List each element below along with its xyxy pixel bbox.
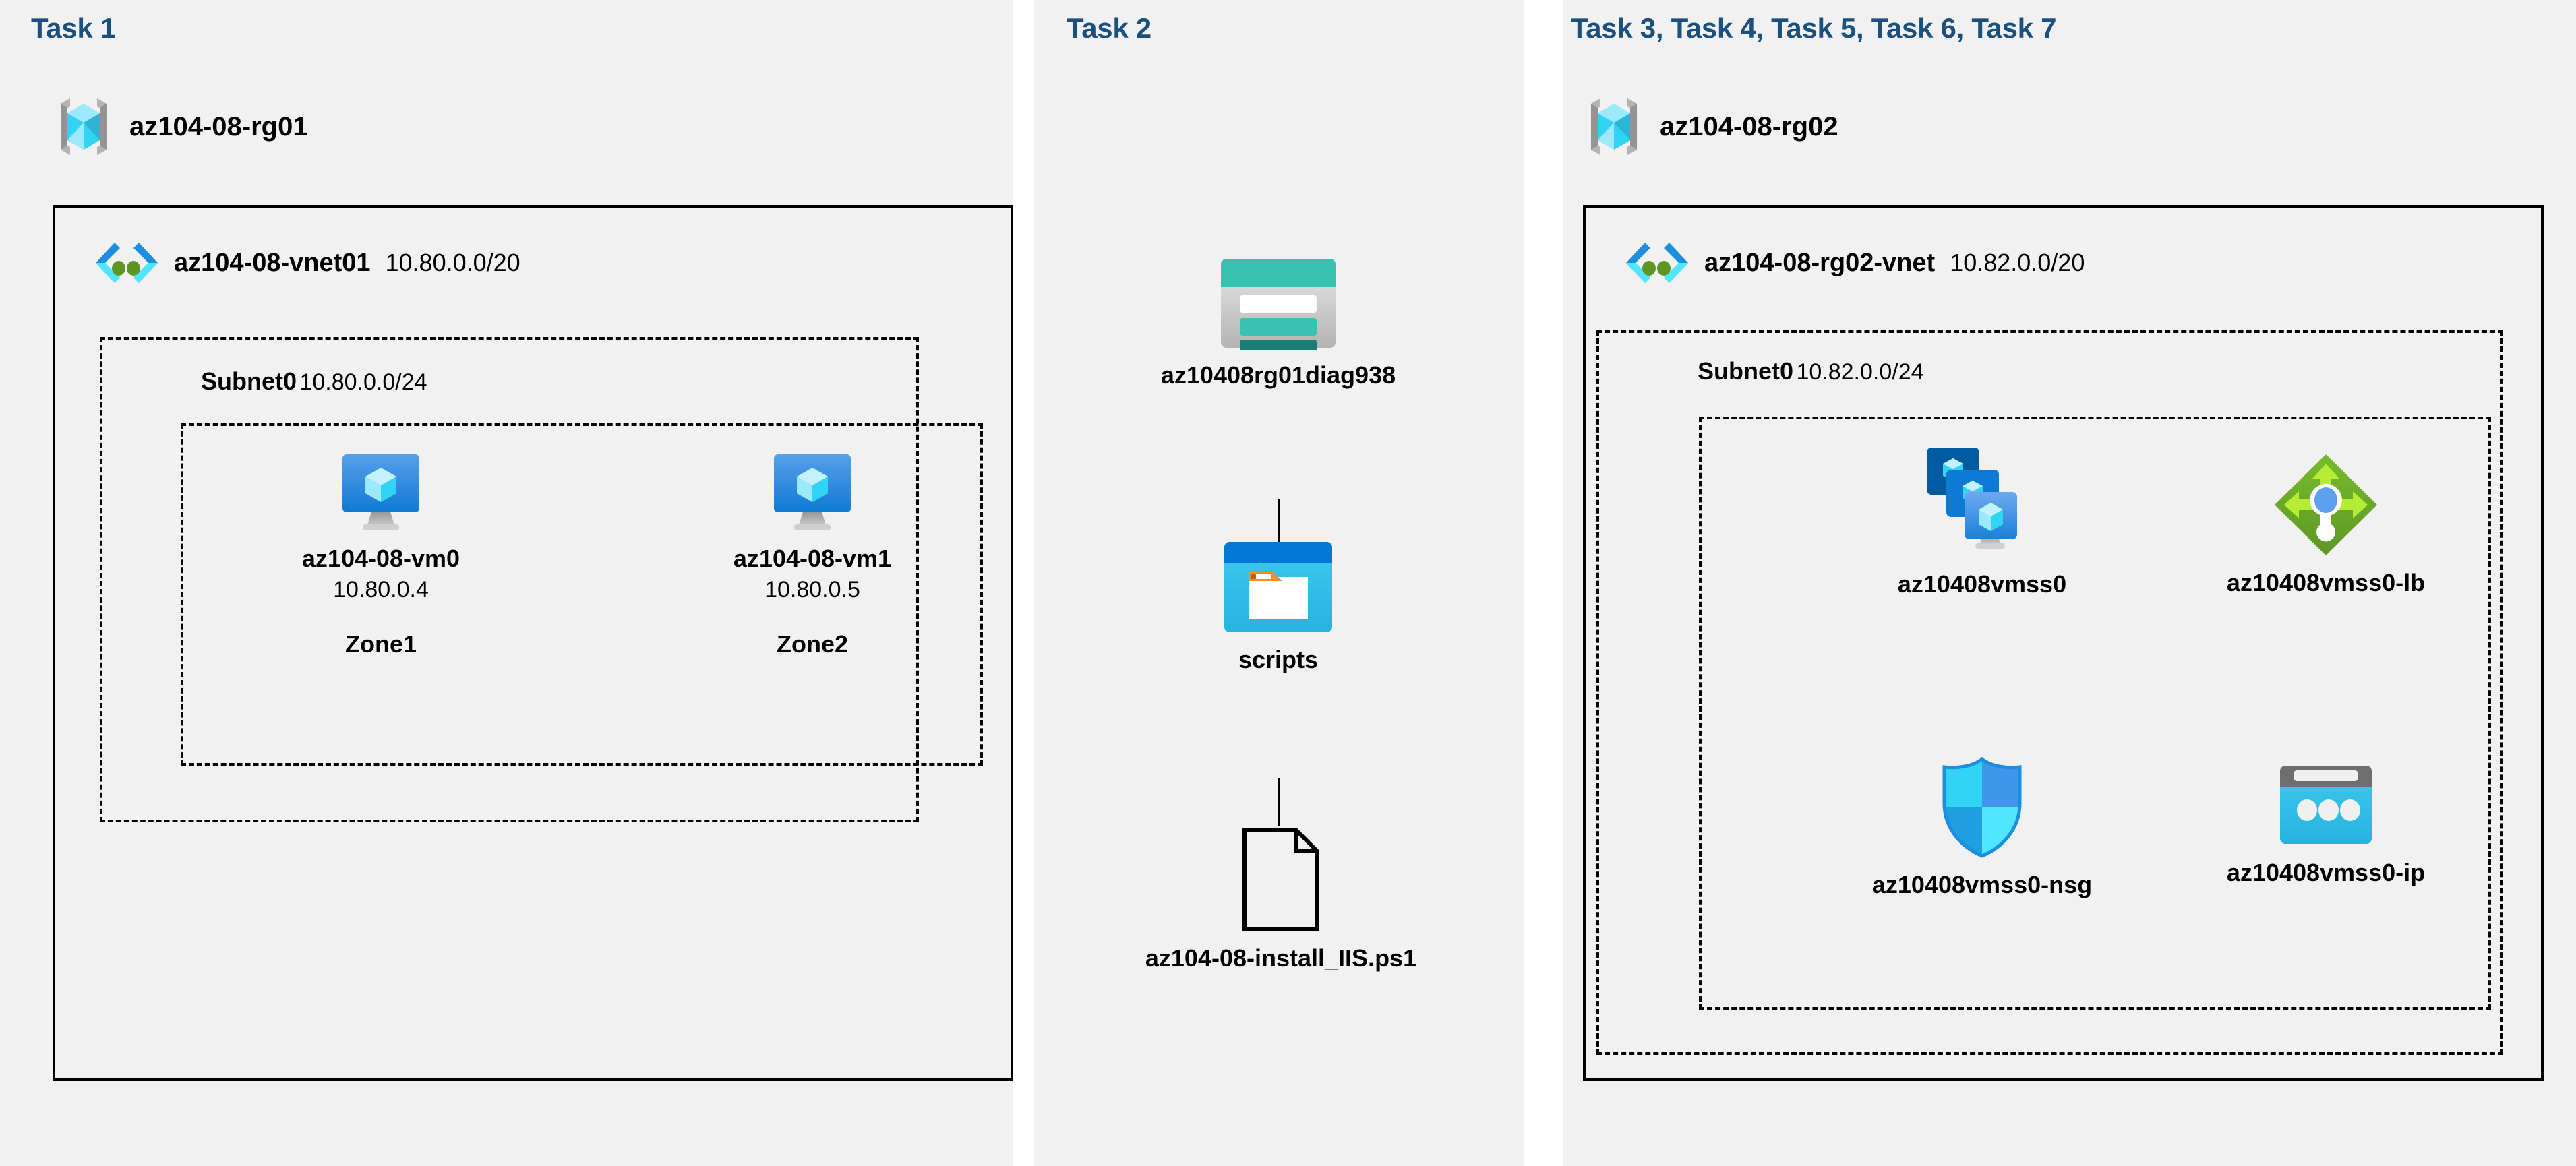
node-script-file[interactable]: az104-08-install_IIS.ps1 bbox=[1052, 826, 1510, 973]
inner-resource-boundary-task3 bbox=[1699, 417, 2491, 1010]
node-label-vm0: az104-08-vm0 bbox=[301, 545, 460, 572]
connector-scripts-to-script-file bbox=[1278, 778, 1280, 826]
vnet-header-rg02-vnet: az104-08-rg02-vnet 10.82.0.0/20 bbox=[1625, 236, 2085, 290]
subnet-cidr-task3: 10.82.0.0/24 bbox=[1796, 359, 1924, 385]
node-zone-vm0: Zone1 bbox=[345, 630, 417, 658]
task-heading-task3: Task 3, Task 4, Task 5, Task 6, Task 7 bbox=[1571, 12, 2057, 44]
node-load-balancer[interactable]: az10408vmss0-lb bbox=[2164, 452, 2488, 597]
node-network-security-group[interactable]: az10408vmss0-nsg bbox=[1814, 755, 2151, 899]
virtual-machine-icon bbox=[337, 452, 425, 534]
task-heading-task1: Task 1 bbox=[31, 12, 116, 44]
virtual-network-icon bbox=[94, 236, 159, 290]
resource-group-label-rg01: az104-08-rg01 bbox=[129, 111, 308, 142]
virtual-machine-icon bbox=[769, 452, 856, 534]
node-ip-vm1: 10.80.0.5 bbox=[765, 577, 860, 603]
node-blob-container[interactable]: scripts bbox=[1170, 539, 1386, 674]
node-storage-account[interactable]: az10408rg01diag938 bbox=[1103, 256, 1454, 390]
node-vm1[interactable]: az104-08-vm1 10.80.0.5 Zone2 bbox=[701, 452, 924, 658]
node-label-network-security-group: az10408vmss0-nsg bbox=[1871, 871, 2093, 898]
node-vm0[interactable]: az104-08-vm0 10.80.0.4 Zone1 bbox=[270, 452, 492, 658]
subnet-header-task1: Subnet0 10.80.0.0/24 bbox=[201, 367, 427, 396]
node-public-ip-address[interactable]: az10408vmss0-ip bbox=[2164, 762, 2488, 887]
resource-group-header-rg01: az104-08-rg01 bbox=[53, 94, 308, 159]
vnet-label-rg02-vnet: az104-08-rg02-vnet bbox=[1704, 248, 1936, 277]
vnet-header-vnet01: az104-08-vnet01 10.80.0.0/20 bbox=[94, 236, 520, 290]
node-label-public-ip-address: az10408vmss0-ip bbox=[2226, 859, 2426, 886]
vnet-boundary-vnet01 bbox=[53, 205, 1013, 1081]
node-label-vm1: az104-08-vm1 bbox=[733, 545, 892, 572]
task-heading-task2: Task 2 bbox=[1067, 12, 1151, 44]
load-balancer-icon bbox=[2272, 452, 2380, 558]
blob-container-icon bbox=[1222, 539, 1335, 635]
vnet-cidr-rg02-vnet: 10.82.0.0/20 bbox=[1950, 249, 2085, 276]
node-vm-scale-set[interactable]: az10408vmss0 bbox=[1820, 445, 2144, 599]
subnet-boundary-task1 bbox=[100, 337, 919, 822]
resource-group-label-rg02: az104-08-rg02 bbox=[1660, 111, 1838, 142]
network-security-group-icon bbox=[1938, 755, 2027, 860]
public-ip-address-icon bbox=[2276, 762, 2376, 848]
vnet-cidr-vnet01: 10.80.0.0/20 bbox=[385, 249, 520, 276]
vm-scale-set-icon bbox=[1924, 445, 2040, 559]
subnet-boundary-task3 bbox=[1596, 330, 2503, 1055]
resource-group-icon bbox=[1583, 94, 1645, 159]
connector-storage-to-scripts bbox=[1278, 499, 1280, 542]
virtual-network-icon bbox=[1625, 236, 1689, 290]
node-ip-vm0: 10.80.0.4 bbox=[333, 577, 429, 603]
task-column-task1 bbox=[0, 0, 1013, 1166]
node-zone-vm1: Zone2 bbox=[776, 630, 848, 658]
resource-group-icon bbox=[53, 94, 115, 159]
resource-group-header-rg02: az104-08-rg02 bbox=[1583, 94, 1838, 159]
subnet-label-task1: Subnet0 bbox=[201, 367, 297, 395]
subnet-cidr-task1: 10.80.0.0/24 bbox=[299, 369, 427, 395]
node-label-load-balancer: az10408vmss0-lb bbox=[2226, 569, 2426, 596]
subnet-header-task3: Subnet0 10.82.0.0/24 bbox=[1698, 357, 1924, 386]
vnet-boundary-rg02-vnet bbox=[1583, 205, 2544, 1081]
node-label-blob-container: scripts bbox=[1238, 646, 1319, 673]
task-column-task3 bbox=[1563, 0, 2576, 1166]
node-label-storage-account: az10408rg01diag938 bbox=[1160, 361, 1396, 389]
availability-zone-boundary-task1 bbox=[181, 423, 983, 766]
node-label-script-file: az104-08-install_IIS.ps1 bbox=[1145, 944, 1417, 972]
vnet-label-vnet01: az104-08-vnet01 bbox=[174, 248, 371, 277]
file-icon bbox=[1236, 826, 1325, 933]
storage-account-icon bbox=[1218, 256, 1338, 350]
subnet-label-task3: Subnet0 bbox=[1698, 357, 1794, 385]
node-label-vm-scale-set: az10408vmss0 bbox=[1897, 570, 2067, 598]
